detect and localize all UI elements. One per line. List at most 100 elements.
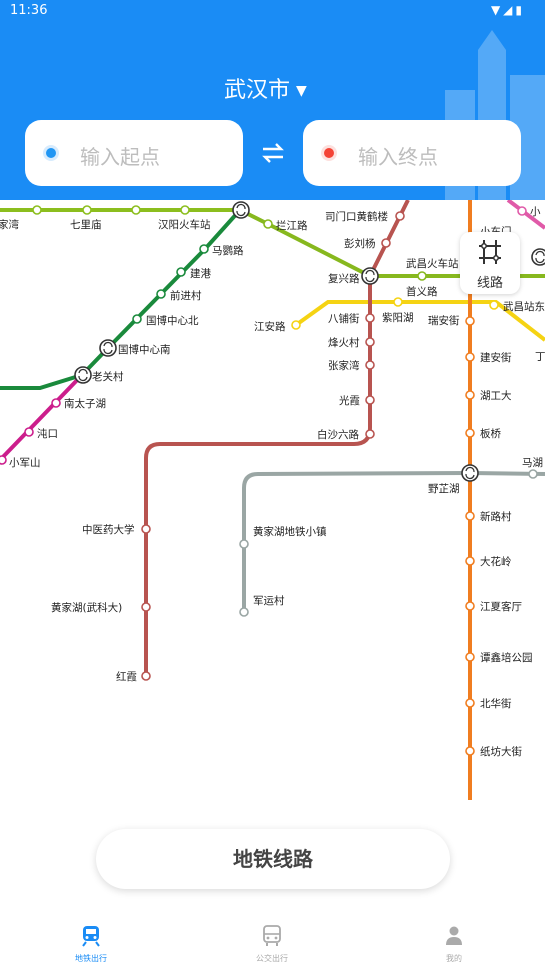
line6-stations: 南太子湖 沌口 小军山 小 xyxy=(0,206,541,469)
station-dot[interactable] xyxy=(176,267,186,277)
line2-path xyxy=(0,208,242,390)
station-dot[interactable] xyxy=(180,205,190,215)
station-label: 南太子湖 xyxy=(64,397,106,410)
station-dot[interactable] xyxy=(32,205,42,215)
swap-icon[interactable] xyxy=(259,139,287,167)
station-label: 黄家湖(武科大) xyxy=(51,601,122,614)
station-dot[interactable] xyxy=(132,314,142,324)
station-dot[interactable] xyxy=(465,652,475,662)
station-dot[interactable] xyxy=(263,219,273,229)
station-label: 光霞 xyxy=(339,394,360,407)
station-dot[interactable] xyxy=(239,539,249,549)
station-dot[interactable] xyxy=(489,300,499,310)
tab-metro[interactable]: 地铁出行 xyxy=(41,915,141,970)
station-dot[interactable] xyxy=(365,313,375,323)
station-label: 北华街 xyxy=(480,697,512,710)
station-dot[interactable] xyxy=(465,511,475,521)
station-dot[interactable] xyxy=(24,427,34,437)
station-label: 司门口黄鹤楼 xyxy=(325,210,388,223)
station-dot[interactable] xyxy=(465,698,475,708)
station-dot[interactable] xyxy=(381,238,391,248)
transfer-icon[interactable] xyxy=(99,339,117,357)
transfer-icon[interactable] xyxy=(531,248,545,266)
station-dot[interactable] xyxy=(465,556,475,566)
swap-arrows-icon xyxy=(262,143,284,163)
station-dot[interactable] xyxy=(393,297,403,307)
station-label: 马湖 xyxy=(522,457,543,469)
station-label: 前进村 xyxy=(170,289,202,302)
station-dot[interactable] xyxy=(465,746,475,756)
station-dot[interactable] xyxy=(141,671,151,681)
station-dot[interactable] xyxy=(131,205,141,215)
station-label: 板桥 xyxy=(480,427,501,440)
station-label: 瑞安街 xyxy=(428,314,460,327)
station-dot[interactable] xyxy=(365,337,375,347)
station-label: 小 xyxy=(530,206,541,218)
station-label: 丁 xyxy=(535,351,545,363)
line6-path xyxy=(0,373,84,462)
bottom-tab-bar: 地铁出行 公交出行 我的 xyxy=(0,915,545,970)
tab-bus[interactable]: 公交出行 xyxy=(222,915,322,970)
station-label: 国博中心北 xyxy=(146,314,199,327)
start-placeholder: 输入起点 xyxy=(80,145,160,169)
station-label: 七里庙 xyxy=(70,218,102,231)
station-label: 江夏客厅 xyxy=(480,600,522,613)
start-input[interactable]: 输入起点 xyxy=(25,120,243,186)
transfer-stations xyxy=(74,201,545,482)
dropdown-arrow-icon: ▼ xyxy=(296,83,307,99)
station-dot[interactable] xyxy=(239,607,249,617)
station-dot[interactable] xyxy=(395,211,405,221)
lines-button-label: 线路 xyxy=(476,276,503,291)
transfer-icon[interactable] xyxy=(232,201,250,219)
station-dot[interactable] xyxy=(199,244,209,254)
station-dot[interactable] xyxy=(465,390,475,400)
station-dot[interactable] xyxy=(528,469,538,479)
line8-path xyxy=(242,470,545,612)
station-label: 白沙六路 xyxy=(317,428,359,441)
station-dot[interactable] xyxy=(365,360,375,370)
station-label: 谭鑫培公园 xyxy=(480,651,533,664)
station-dot[interactable] xyxy=(51,398,61,408)
station-label: 建安街 xyxy=(480,351,512,364)
station-dot[interactable] xyxy=(156,289,166,299)
metro-lines-button[interactable]: 地铁线路 xyxy=(96,829,450,889)
transfer-icon[interactable] xyxy=(361,267,379,285)
station-dot[interactable] xyxy=(141,524,151,534)
station-label: 首义路 xyxy=(406,285,438,298)
station-dot[interactable] xyxy=(465,316,475,326)
station-label: 大花岭 xyxy=(480,555,512,568)
station-label: 八铺街 xyxy=(328,312,360,325)
station-dot[interactable] xyxy=(82,205,92,215)
station-dot[interactable] xyxy=(365,395,375,405)
lines-button[interactable]: 线路 xyxy=(460,232,520,294)
station-label: 武昌站东 xyxy=(503,300,545,313)
transfer-icon[interactable] xyxy=(461,464,479,482)
station-dot[interactable] xyxy=(465,601,475,611)
line5-stations: 司门口黄鹤楼 彭刘杨 八铺街 烽火村 张家湾 光霞 白沙六路 中医药大学 黄家湖… xyxy=(51,210,405,683)
station-dot[interactable] xyxy=(141,602,151,612)
station-label: 建港 xyxy=(190,267,211,280)
metro-train-icon xyxy=(82,926,100,947)
station-dot[interactable] xyxy=(465,428,475,438)
status-time: 11:36 xyxy=(10,3,48,18)
end-input[interactable]: 输入终点 xyxy=(303,120,521,186)
station-dot[interactable] xyxy=(365,429,375,439)
station-dot[interactable] xyxy=(465,352,475,362)
tab-metro-label: 地铁出行 xyxy=(75,954,107,963)
tab-mine[interactable]: 我的 xyxy=(404,915,504,970)
station-dot[interactable] xyxy=(517,206,527,216)
station-label: 家湾 xyxy=(0,218,19,231)
station-label: 国博中心南 xyxy=(118,343,171,356)
station-label: 复兴路 xyxy=(328,272,360,285)
station-dot[interactable] xyxy=(291,320,301,330)
station-dot[interactable] xyxy=(417,271,427,281)
station-dot[interactable] xyxy=(0,455,7,465)
station-label: 拦江路 xyxy=(276,219,308,232)
station-label: 张家湾 xyxy=(328,359,360,372)
status-bar: 11:36 ▼◢▮ xyxy=(0,0,545,24)
transfer-icon[interactable] xyxy=(74,366,92,384)
route-network-icon xyxy=(479,240,501,264)
line7-stations: 江安路 紫阳湖 瑞安街 武昌站东 丁 xyxy=(254,297,545,363)
city-selector[interactable]: 武汉市▼ xyxy=(224,72,307,104)
station-label: 武昌火车站 xyxy=(406,257,459,270)
